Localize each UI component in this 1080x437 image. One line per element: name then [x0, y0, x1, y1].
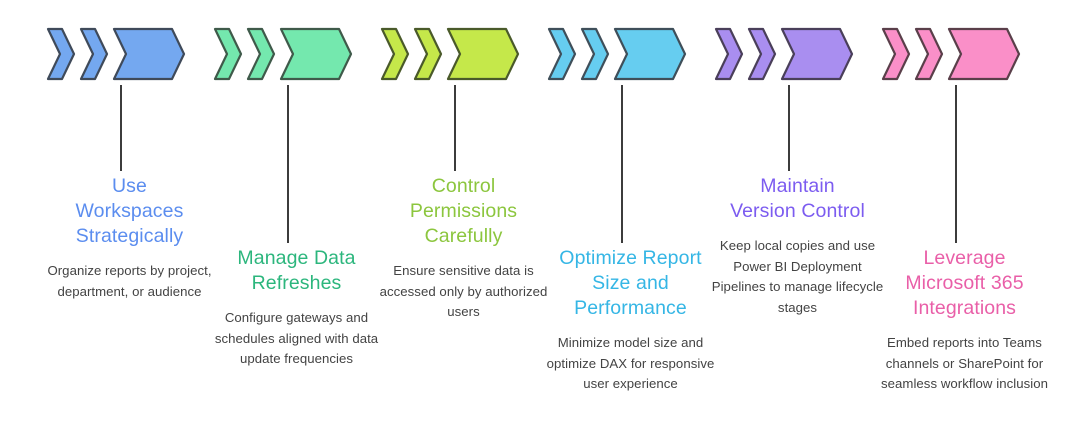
chevron-arrow-1-icon	[547, 27, 577, 81]
step-description: Embed reports into Teams channels or Sha…	[881, 335, 1048, 391]
chevron-block-icon	[613, 27, 687, 81]
chevron-arrow-2-icon	[747, 27, 777, 81]
chevron-arrow-2-icon	[413, 27, 443, 81]
chevron-arrow-2-icon	[79, 27, 109, 81]
chevron-group	[46, 27, 213, 81]
chevron-arrow-2-icon	[580, 27, 610, 81]
step-description: Configure gateways and schedules aligned…	[214, 310, 379, 366]
chevron-arrow-2-icon	[246, 27, 276, 81]
connector-line	[955, 85, 957, 243]
chevron-group	[380, 27, 547, 81]
chevron-group	[213, 27, 380, 81]
chevron-block-icon	[112, 27, 186, 81]
chevron-arrow-1-icon	[213, 27, 243, 81]
chevron-arrow-1-icon	[881, 27, 911, 81]
connector-line	[788, 85, 790, 171]
chevron-block-icon	[947, 27, 1021, 81]
connector-line	[621, 85, 623, 243]
chevron-block-icon	[446, 27, 520, 81]
step-description: Ensure sensitive data is accessed only b…	[379, 263, 548, 319]
chevron-arrow-1-icon	[46, 27, 76, 81]
chevron-block-icon	[780, 27, 854, 81]
connector-line	[454, 85, 456, 171]
connector-line	[287, 85, 289, 243]
connector-line	[120, 85, 122, 171]
chevron-arrow-1-icon	[380, 27, 410, 81]
chevron-group	[547, 27, 714, 81]
chevron-block-icon	[279, 27, 353, 81]
chevron-arrow-2-icon	[914, 27, 944, 81]
step-description: Minimize model size and optimize DAX for…	[546, 335, 715, 391]
step-description: Organize reports by project, department,…	[47, 263, 212, 299]
chevron-group	[881, 27, 1048, 81]
chevron-group	[714, 27, 881, 81]
step-description: Keep local copies and use Power BI Deplo…	[711, 238, 884, 315]
chevron-arrow-1-icon	[714, 27, 744, 81]
